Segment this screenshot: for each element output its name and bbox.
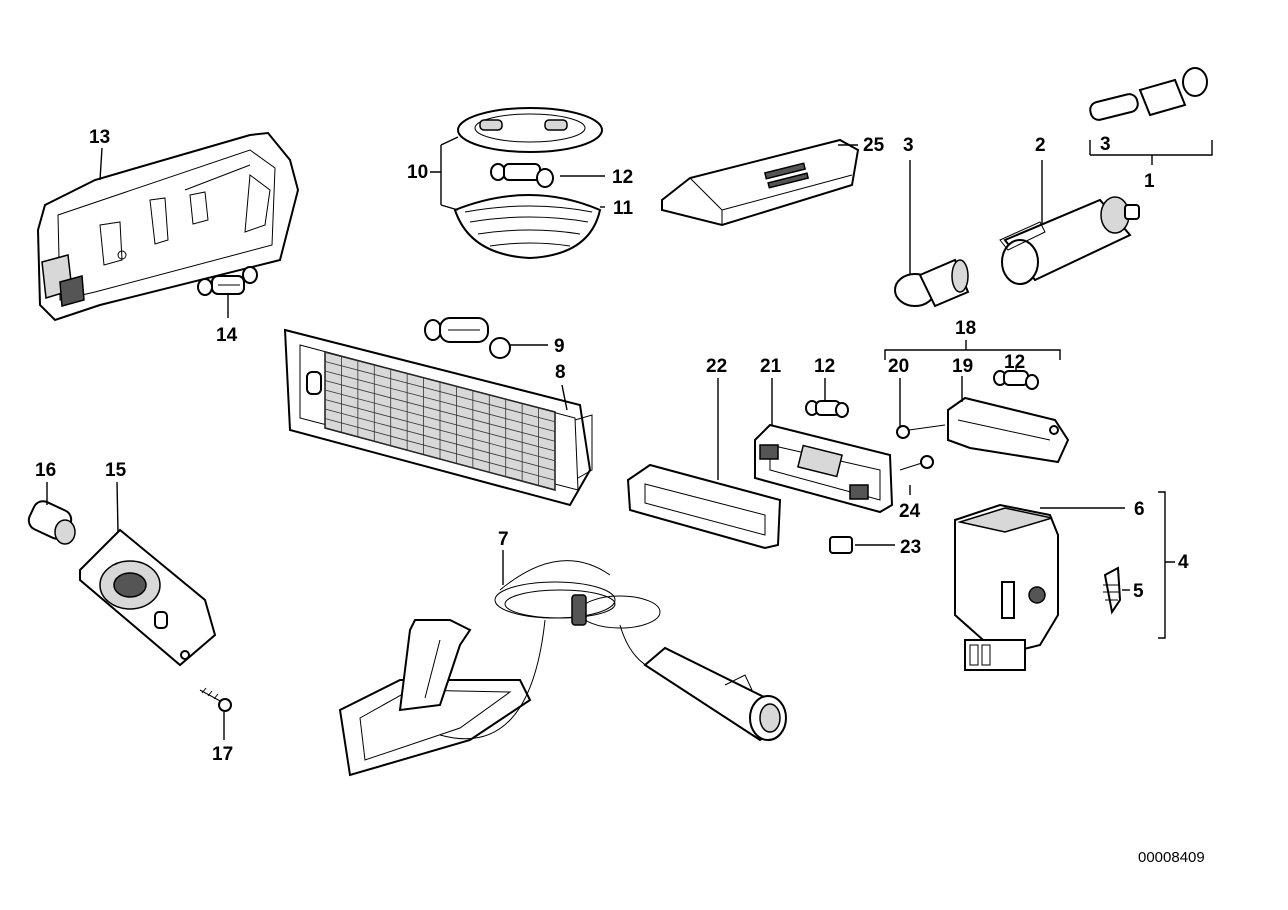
callout-21: 21 — [760, 356, 782, 377]
callout-16: 16 — [35, 460, 56, 481]
callout-2: 2 — [1035, 135, 1046, 156]
lens-grid-line — [324, 389, 556, 452]
part-12-bulb-top — [490, 163, 554, 188]
callout-25: 25 — [863, 135, 885, 156]
lens-grid-line — [324, 361, 556, 423]
part-2-socket — [999, 196, 1140, 285]
part-8-lens — [283, 328, 593, 507]
callout-10: 10 — [407, 162, 428, 183]
callout-8: 8 — [555, 362, 566, 383]
callout-11: 11 — [613, 198, 634, 219]
part-12-bulb-right — [993, 370, 1039, 390]
callout-20: 20 — [888, 356, 909, 377]
callout-18: 18 — [955, 318, 976, 339]
callout-3b: 3 — [1100, 134, 1111, 155]
callout-23: 23 — [900, 537, 921, 558]
callout-12c: 12 — [1004, 352, 1025, 373]
callout-5: 5 — [1133, 581, 1144, 602]
part-16-bulb — [27, 500, 76, 545]
lens-grid-line — [324, 418, 556, 481]
part-21-housing — [754, 423, 894, 514]
callout-1: 1 — [1144, 171, 1155, 192]
part-17-screw — [199, 687, 232, 712]
callout-14: 14 — [216, 325, 238, 346]
part-13-housing — [36, 131, 300, 322]
callout-22: 22 — [706, 356, 727, 377]
callout-4: 4 — [1178, 552, 1189, 573]
lens-grid-line — [324, 351, 556, 413]
lens-grid-line — [324, 399, 556, 462]
part-3-bulb — [894, 258, 970, 308]
lens-grid-line — [324, 427, 556, 491]
leader-lines — [46, 136, 1213, 740]
callout-17: 17 — [212, 744, 233, 765]
part-7-lamp — [338, 560, 787, 777]
callout-6: 6 — [1134, 499, 1145, 520]
part-19-lamp — [947, 396, 1070, 464]
callout-12: 12 — [612, 167, 633, 188]
part-14-bulb — [197, 266, 258, 296]
part-4-light — [954, 503, 1059, 671]
callout-labels: 1 2 3 3 4 5 6 7 8 9 10 11 12 12 12 13 14… — [35, 127, 1189, 765]
drawing-number: 00008409 — [1138, 849, 1205, 866]
part-5-bulb — [1103, 566, 1122, 615]
callout-12b: 12 — [814, 356, 835, 377]
part-20-screw — [896, 424, 946, 439]
callout-19: 19 — [952, 356, 973, 377]
callout-9: 9 — [554, 336, 565, 357]
lens-grid-line — [324, 380, 556, 442]
callout-13: 13 — [89, 127, 110, 148]
part-24-screw — [899, 455, 934, 471]
lens-grid-line — [324, 370, 556, 432]
part-9-bulb — [424, 317, 511, 359]
callout-24: 24 — [899, 501, 921, 522]
part-25-lamp — [661, 138, 860, 227]
part-22-gasket — [626, 463, 782, 550]
lens-grid-line — [324, 408, 556, 471]
part-12-bulb-mid — [805, 400, 849, 418]
callout-3: 3 — [903, 135, 914, 156]
callout-7: 7 — [498, 529, 509, 550]
part-10-frame — [457, 107, 603, 153]
part-23-clip — [829, 536, 853, 554]
part-3-pin — [1089, 67, 1208, 121]
part-15-plate — [79, 528, 217, 667]
callout-15: 15 — [105, 460, 127, 481]
part-11-lens — [453, 194, 602, 260]
